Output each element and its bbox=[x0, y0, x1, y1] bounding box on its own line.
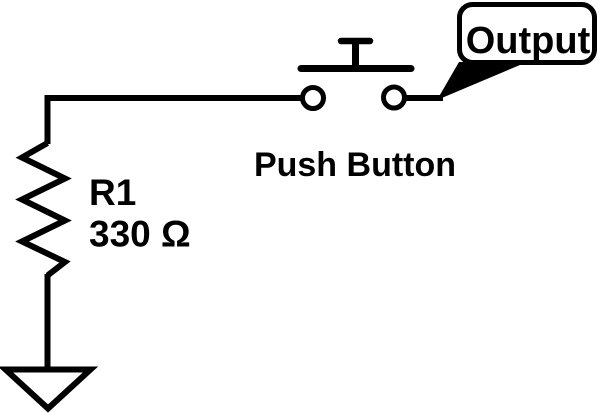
resistor-name-label: R1 bbox=[89, 172, 136, 213]
resistor-value-label: 330 Ω bbox=[89, 214, 191, 255]
callout-tail bbox=[437, 62, 527, 100]
output-callout: Output bbox=[437, 2, 597, 100]
wire-left bbox=[44, 95, 304, 144]
callout-box bbox=[457, 2, 597, 65]
terminal-left-circle bbox=[300, 85, 326, 111]
resistor-symbol bbox=[15, 140, 72, 278]
push-button-label: Push Button bbox=[254, 146, 456, 184]
terminal-right-circle bbox=[381, 84, 407, 111]
ground-symbol bbox=[0, 366, 99, 413]
output-label: Output bbox=[466, 20, 591, 62]
push-button-symbol bbox=[297, 37, 415, 111]
